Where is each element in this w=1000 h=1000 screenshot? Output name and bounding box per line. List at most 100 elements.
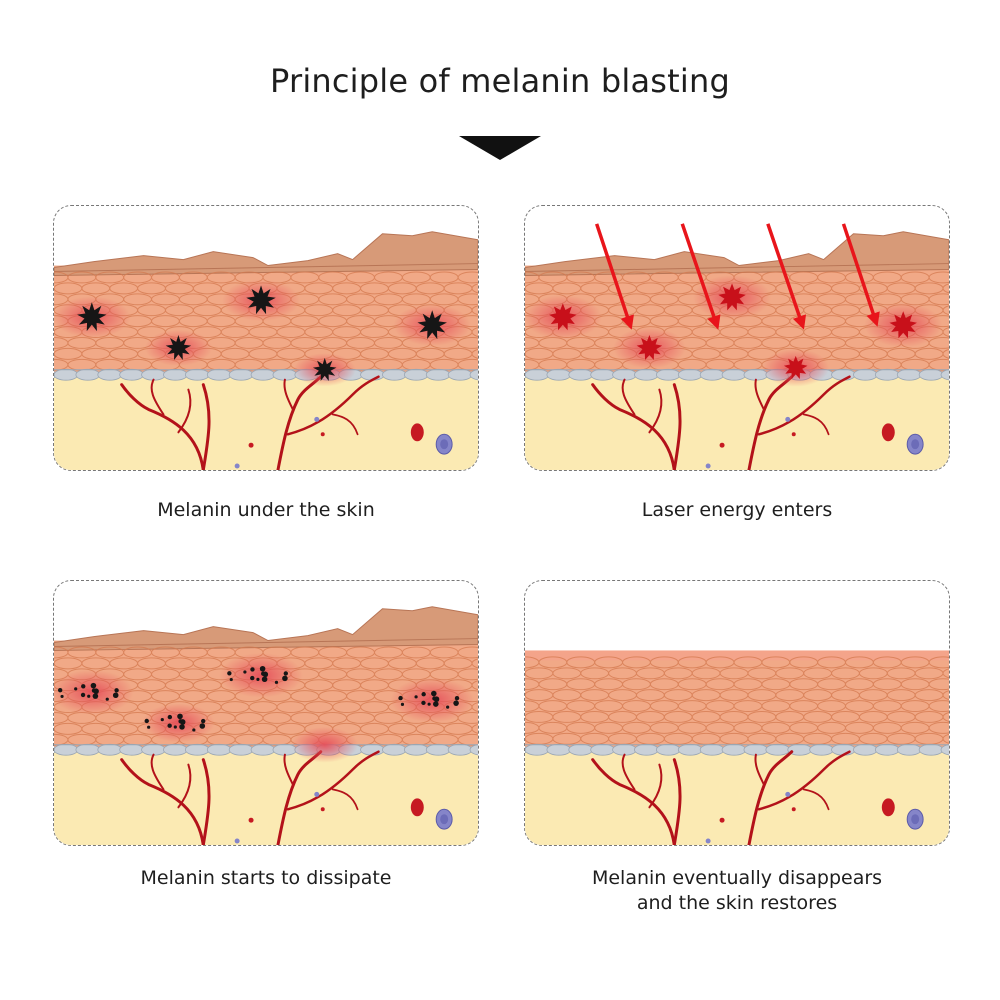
basal-cell bbox=[853, 368, 878, 381]
basal-cell bbox=[163, 743, 188, 756]
melanin-fragment bbox=[250, 667, 255, 672]
heated-melanin bbox=[783, 355, 808, 379]
basal-layer bbox=[54, 743, 478, 756]
heated-melanin bbox=[549, 303, 577, 331]
panel-melanin-under-skin bbox=[53, 205, 479, 471]
vessel bbox=[621, 378, 636, 416]
epidermis-cells bbox=[525, 656, 949, 745]
stratum-corneum bbox=[525, 231, 949, 276]
melanin-fragment bbox=[199, 723, 206, 729]
skin-cell bbox=[942, 711, 949, 722]
small-cell bbox=[248, 817, 254, 823]
vessel bbox=[201, 383, 211, 470]
vessel bbox=[672, 758, 682, 845]
skin-cell bbox=[471, 348, 478, 359]
skin-cell bbox=[942, 348, 949, 359]
basal-layer bbox=[525, 368, 949, 381]
basal-cell bbox=[655, 743, 681, 756]
stratum-corneum bbox=[54, 606, 478, 651]
skin-cell bbox=[457, 271, 478, 284]
melanin-fragment bbox=[229, 677, 233, 682]
melanin-fragment bbox=[432, 696, 437, 701]
small-cell bbox=[314, 791, 320, 797]
dermis-layer bbox=[525, 369, 949, 470]
basal-cell bbox=[612, 743, 637, 756]
melanin-fragment bbox=[400, 702, 405, 706]
heated-melanin bbox=[889, 311, 917, 339]
basal-cell bbox=[97, 368, 123, 381]
melanin-fragment bbox=[81, 684, 86, 689]
skin-cell bbox=[457, 293, 478, 306]
basal-cell bbox=[272, 368, 298, 381]
basal-cell bbox=[721, 743, 747, 756]
skin-cell bbox=[928, 271, 949, 284]
heated-melanin bbox=[718, 283, 746, 311]
red-blood-cell bbox=[410, 423, 424, 442]
basal-layer bbox=[525, 743, 949, 756]
small-cell bbox=[705, 838, 711, 844]
skin-cell bbox=[457, 668, 478, 681]
basal-cell bbox=[634, 743, 659, 756]
skin-cell bbox=[457, 646, 478, 659]
skin-illustration bbox=[525, 223, 949, 470]
vessel bbox=[150, 753, 165, 791]
small-cell bbox=[320, 432, 325, 437]
vessel bbox=[754, 378, 765, 411]
basal-cell bbox=[634, 368, 659, 381]
melanin-fragment bbox=[256, 677, 260, 681]
vessel bbox=[757, 750, 851, 811]
red-blood-cell bbox=[881, 423, 895, 442]
melanin-fragment bbox=[192, 728, 196, 732]
basal-cell bbox=[382, 743, 407, 756]
vessel bbox=[648, 388, 663, 434]
laser-beam-arrow bbox=[595, 223, 634, 330]
melanin-granule bbox=[165, 335, 192, 361]
basal-cell bbox=[163, 368, 188, 381]
melanin-granule bbox=[77, 302, 107, 332]
melanin-fragment bbox=[57, 687, 63, 693]
laser-beam-arrow bbox=[766, 223, 807, 330]
skin-cell bbox=[471, 702, 478, 713]
vessel bbox=[648, 763, 663, 809]
skin-cell bbox=[471, 327, 478, 338]
cell-nucleus bbox=[911, 814, 920, 825]
melanin-fragment bbox=[421, 692, 426, 697]
blood-vessels bbox=[591, 375, 851, 470]
melanin-fragment bbox=[80, 692, 86, 698]
basal-cell bbox=[206, 368, 232, 381]
melanin-fragment bbox=[74, 687, 78, 691]
melanin-fragment bbox=[177, 713, 183, 720]
small-cell bbox=[719, 442, 725, 448]
basal-cell bbox=[382, 368, 407, 381]
basal-cell bbox=[853, 743, 878, 756]
melanin-fragment bbox=[454, 696, 460, 701]
small-cell bbox=[791, 807, 796, 812]
basal-cell bbox=[206, 743, 232, 756]
caption-melanin-under-skin: Melanin under the skin bbox=[53, 498, 479, 523]
red-blood-cell bbox=[410, 798, 424, 817]
vessel bbox=[591, 383, 676, 470]
red-blood-cell bbox=[881, 798, 895, 817]
melanin-fragment bbox=[414, 695, 418, 699]
vessel bbox=[201, 758, 211, 845]
basal-cell bbox=[469, 369, 478, 381]
skin-cell bbox=[928, 678, 949, 691]
basal-cell bbox=[97, 743, 123, 756]
small-cell bbox=[785, 791, 791, 797]
basal-cell bbox=[447, 743, 473, 756]
melanin-fragment bbox=[147, 725, 151, 729]
vessel bbox=[286, 375, 380, 436]
basal-cell bbox=[228, 743, 254, 756]
small-cell bbox=[248, 442, 254, 448]
dermis-layer bbox=[525, 744, 949, 845]
skin-cell bbox=[471, 658, 478, 669]
blood-vessels bbox=[591, 750, 851, 845]
melanin-fragment bbox=[398, 695, 403, 701]
vessel bbox=[283, 378, 294, 411]
melanin-fragment bbox=[114, 688, 119, 693]
vessel bbox=[177, 388, 192, 434]
melanin-fragment bbox=[167, 714, 173, 720]
smooth-surface bbox=[525, 650, 949, 661]
basal-cell bbox=[184, 743, 210, 756]
melanin-fragment bbox=[259, 665, 266, 672]
